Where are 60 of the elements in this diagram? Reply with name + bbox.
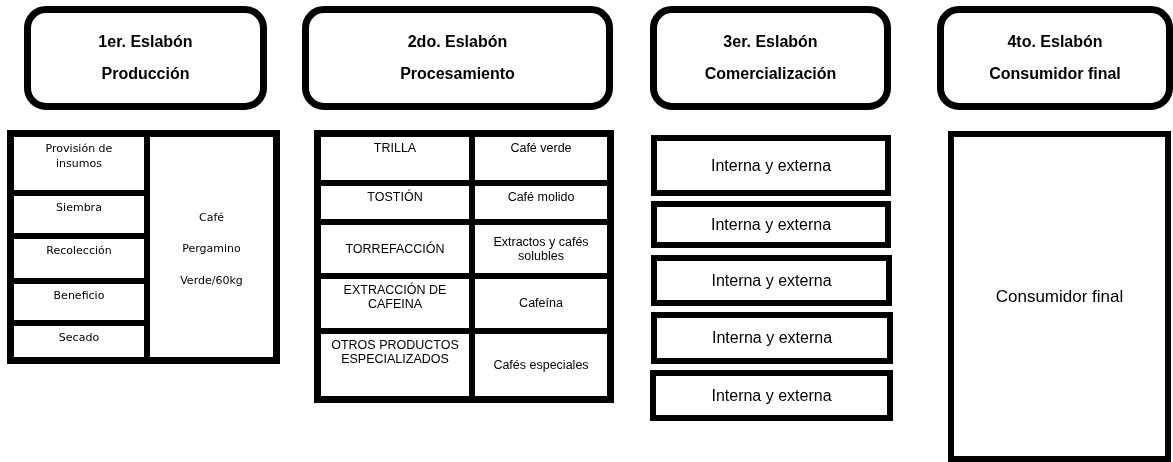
table-cell xyxy=(11,281,147,323)
cell-text: Beneficio xyxy=(52,288,106,304)
table-cell xyxy=(147,134,276,360)
stage-title: Procesamiento xyxy=(399,65,516,83)
table-cell xyxy=(472,331,610,399)
cell-text: Recolección xyxy=(45,243,113,259)
cell-text: Interna y externa xyxy=(710,329,834,347)
category-box xyxy=(651,135,891,196)
table-cell xyxy=(318,183,472,222)
stage-number: 2do. Eslabón xyxy=(406,33,509,51)
category-box xyxy=(651,201,891,248)
table-cell xyxy=(318,276,472,331)
cell-text: EXTRACCIÓN DE CAFEINA xyxy=(342,283,448,312)
cell-text: Extractos y cafés solubles xyxy=(492,234,590,264)
cell-text: TORREFACCIÓN xyxy=(344,241,446,257)
cell-text: Consumidor final xyxy=(994,286,1125,307)
consumer-box xyxy=(948,131,1171,462)
table-cell xyxy=(318,134,472,183)
stage-header xyxy=(650,6,891,110)
cell-text: Interna y externa xyxy=(709,215,833,234)
stage-title: Consumidor final xyxy=(988,65,1122,83)
cell-text: Cafés especiales xyxy=(492,357,590,373)
stage-header xyxy=(24,6,267,110)
cell-text: TOSTIÓN xyxy=(366,190,424,205)
table-cell xyxy=(472,276,610,331)
stage-title: Producción xyxy=(100,65,191,83)
cell-text: Siembra xyxy=(55,200,103,216)
table-cell xyxy=(11,323,147,360)
stage-header xyxy=(302,6,613,110)
cell-text: Secado xyxy=(57,330,101,346)
stage-number: 3er. Eslabón xyxy=(722,33,819,51)
table-cell xyxy=(472,183,610,222)
table-frame xyxy=(7,130,280,364)
category-box xyxy=(650,370,893,421)
category-box xyxy=(651,255,892,306)
category-box xyxy=(651,312,893,364)
table-cell xyxy=(472,134,610,183)
cell-text: Provisión de insumos xyxy=(44,141,114,172)
cell-text: Café molido xyxy=(506,190,576,205)
table-cell xyxy=(318,331,472,399)
table-cell xyxy=(318,222,472,276)
table-frame xyxy=(314,130,614,403)
stage-number: 4to. Eslabón xyxy=(1006,33,1104,51)
stage-title: Comercialización xyxy=(703,65,838,83)
stage-number: 1er. Eslabón xyxy=(97,33,194,51)
cell-text: Café verde xyxy=(509,141,573,156)
cell-text: Café xyxy=(197,209,226,226)
table-cell xyxy=(472,222,610,276)
cell-text: OTROS PRODUCTOS ESPECIALIZADOS xyxy=(330,338,460,367)
table-cell xyxy=(11,193,147,236)
cell-text: Cafeína xyxy=(518,296,564,311)
cell-text: Pergamino xyxy=(181,241,242,257)
cell-text: Interna y externa xyxy=(710,386,833,405)
cell-text: Interna y externa xyxy=(710,271,833,290)
cell-text: TRILLA xyxy=(372,141,418,156)
cell-text: Interna y externa xyxy=(709,156,833,175)
stage-header xyxy=(937,6,1173,110)
table-cell xyxy=(11,134,147,193)
table-cell xyxy=(11,236,147,281)
cell-text: Verde/60kg xyxy=(179,272,244,289)
